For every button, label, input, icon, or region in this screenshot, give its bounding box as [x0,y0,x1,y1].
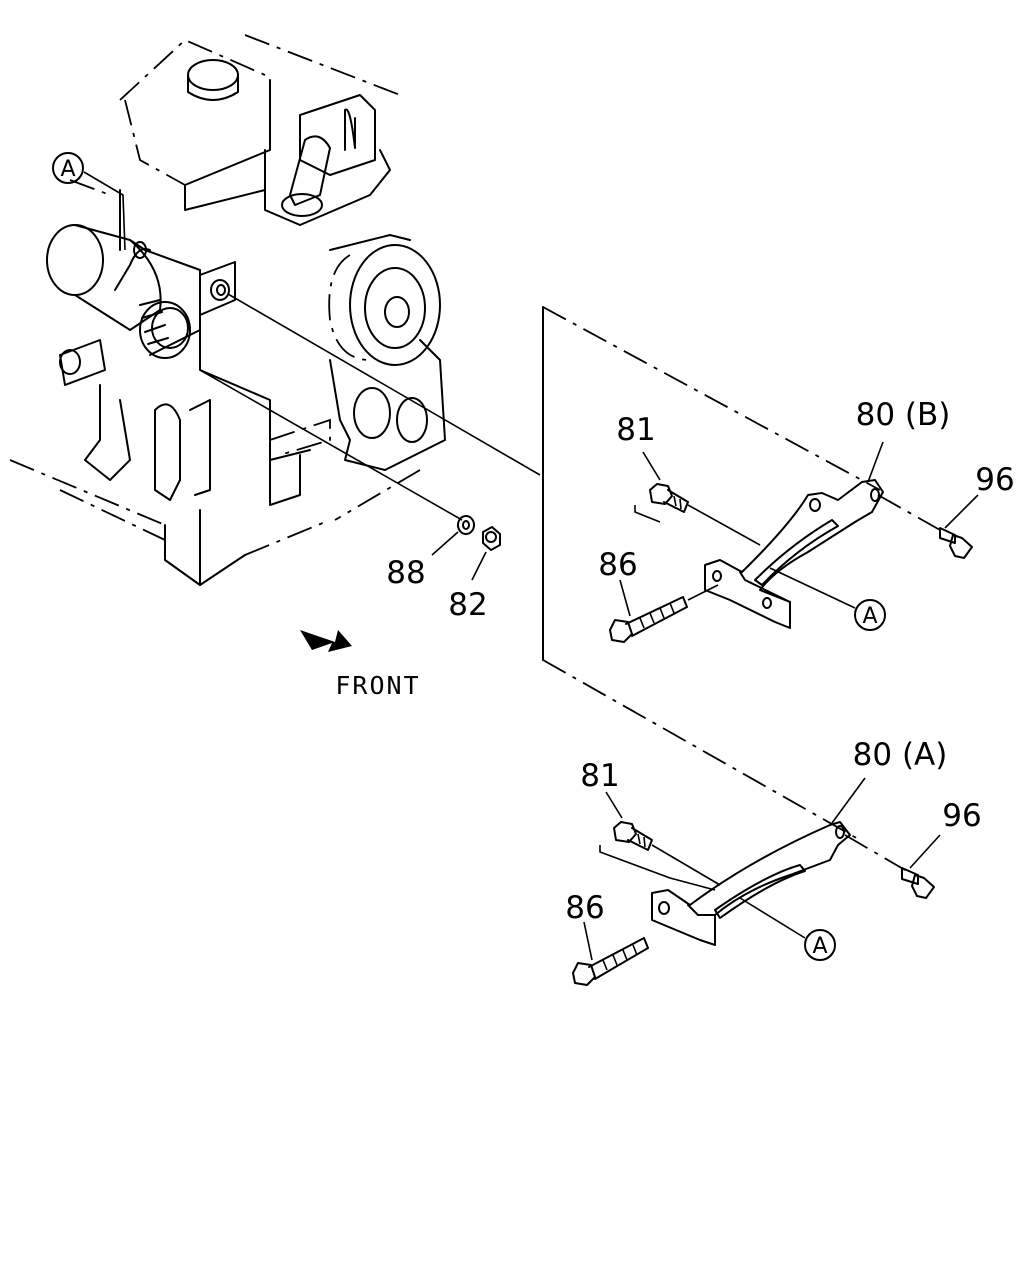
leader-80-a [831,777,866,824]
leader-80-b [867,441,884,483]
ref-label-b: A [862,604,877,629]
label-96-a: 96 [942,798,981,834]
bolt-86-b [609,579,719,643]
engine-ref-callout: A [52,152,126,251]
circle-ref-icon [854,599,886,631]
bracket-80-b [704,479,884,629]
ref-callout-a: A [739,897,836,961]
ref-callout-b: A [769,567,886,631]
circle-ref-icon [52,152,84,184]
bolt-86-a [572,921,649,986]
front-label: FRONT [335,671,420,700]
label-81-b: 81 [616,412,655,448]
detail-panel-a: A 81 80 (A) 96 86 [565,737,982,986]
label-80-a: 80 (A) [853,737,948,773]
bolt-96-b [877,494,979,559]
nut-82 [471,526,501,581]
bracket-80-a [651,821,851,946]
front-indicator: FRONT [300,630,420,700]
label-80-b: 80 (B) [856,397,951,433]
bolt-81-a [599,791,721,891]
engine-ref-label: A [60,157,75,182]
leader-stud [227,293,541,476]
front-arrow-icon [300,630,352,652]
label-81-a: 81 [580,758,619,794]
label-96-b: 96 [975,462,1014,498]
bolt-96-a [844,834,941,899]
circle-ref-icon [804,929,836,961]
label-86-b: 86 [598,547,637,583]
washer-88 [431,515,475,556]
ref-label-a: A [812,934,827,959]
label-88: 88 [386,555,425,591]
detail-panel-b: A 81 80 (B) 96 86 [542,306,1015,841]
leader-88 [199,369,463,521]
label-82: 82 [448,587,487,623]
label-86-a: 86 [565,890,604,926]
bolt-81-b [634,451,761,546]
engine-block [9,34,446,586]
